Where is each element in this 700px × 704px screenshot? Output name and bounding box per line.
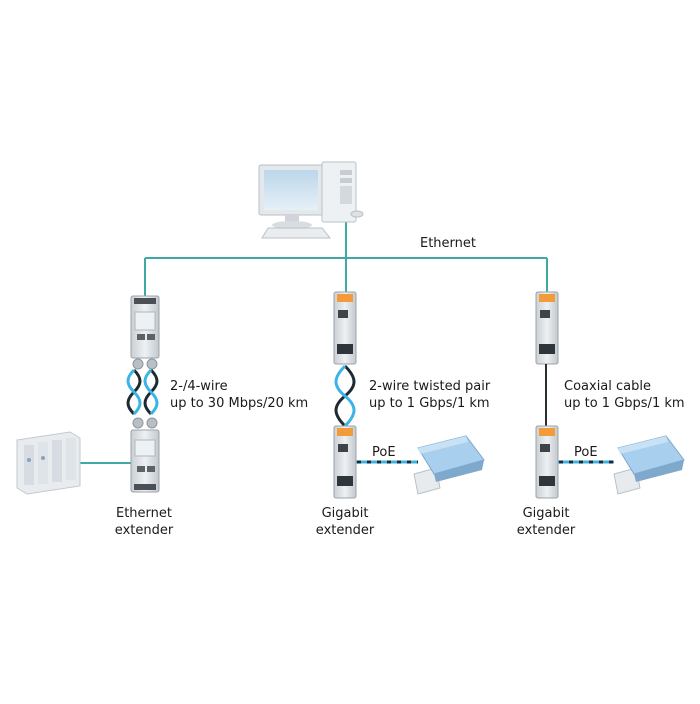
device1-label-line1: Ethernet (116, 506, 172, 521)
ethernet-extender-module-top (130, 295, 160, 370)
two-wire-twisted-pair-cable (334, 364, 356, 428)
gigabit-extender-middle-bottom (333, 425, 357, 499)
ethernet-label: Ethernet (420, 236, 476, 251)
link1-speed-label: up to 30 Mbps/20 km (170, 396, 309, 411)
device3-label-line1: Gigabit (522, 506, 570, 521)
device2-label-line1: Gigabit (321, 506, 369, 521)
workstation-computer-icon (258, 161, 364, 239)
ethernet-extender-module-bottom (130, 417, 160, 493)
device1-label-line2: extender (114, 523, 174, 538)
four-wire-twisted-cable (126, 368, 159, 416)
plc-controller-icon (16, 431, 81, 495)
gigabit-extender-right-top (535, 291, 559, 365)
link3-type-label: Coaxial cable (564, 379, 651, 394)
ip-camera-right-icon (613, 435, 685, 495)
gigabit-extender-middle-top (333, 291, 357, 365)
link3-speed-label: up to 1 Gbps/1 km (564, 396, 685, 411)
ethernet-network-lines (80, 218, 548, 464)
poe-label-right: PoE (574, 445, 598, 460)
link2-speed-label: up to 1 Gbps/1 km (369, 396, 490, 411)
link1-type-label: 2-/4-wire (170, 379, 228, 394)
poe-label-middle: PoE (372, 445, 396, 460)
gigabit-extender-right-bottom (535, 425, 559, 499)
device2-label-line2: extender (315, 523, 375, 538)
link2-type-label: 2-wire twisted pair (369, 379, 491, 394)
ip-camera-middle-icon (413, 435, 485, 495)
device3-label-line2: extender (516, 523, 576, 538)
